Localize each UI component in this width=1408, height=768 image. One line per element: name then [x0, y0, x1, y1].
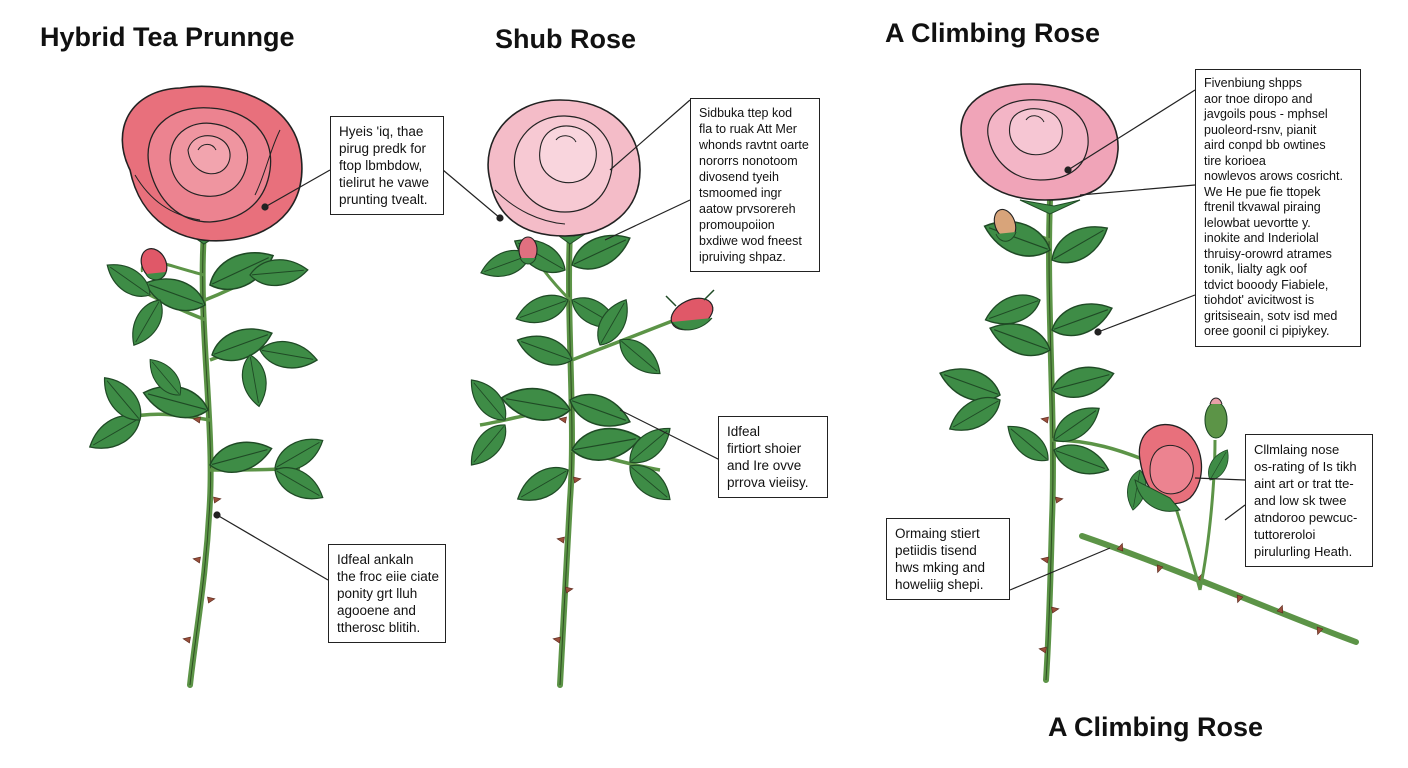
- callout-leader-lines: [213, 89, 1246, 591]
- climbing-mid-note: Cllmlaing nose os-rating of Is tikh aint…: [1245, 434, 1373, 567]
- hybrid-tea-title: Hybrid Tea Prunnge: [40, 22, 295, 52]
- climbing-bloom: [960, 83, 1119, 201]
- note-line: pirulurling Heath.: [1254, 544, 1353, 559]
- climbing-bud-right: [1204, 397, 1228, 439]
- note-line: We He pue fie ttopek: [1204, 184, 1321, 199]
- note-line: ttherosc blitih.: [337, 620, 421, 635]
- note-line: aird conpd bb owtines: [1204, 138, 1326, 152]
- note-line: the froc eiie ciate: [337, 569, 440, 584]
- note-line: bxdiwe wod fneest: [699, 234, 802, 248]
- shrub-top-note: Sidbuka ttep kod fla to ruak Att Mer who…: [690, 98, 820, 272]
- note-line: divosend tyeih: [699, 170, 779, 184]
- note-line: lelowbat uevortte y.: [1204, 215, 1311, 230]
- note-line: fla to ruak Att Mer: [699, 122, 797, 136]
- note-line: os-rating of Is tikh: [1254, 459, 1357, 474]
- climbing-top-note: Fivenbiung shpps aor tnoe diropo and jav…: [1195, 69, 1361, 347]
- note-line: oree goonil ci pipiykey.: [1204, 324, 1330, 338]
- hybrid-tea-bottom-note: Idfeal ankaln the froc eiie ciate ponity…: [328, 544, 446, 643]
- note-line: nowlevos arows cosricht.: [1204, 169, 1343, 183]
- note-line: promoupoiion: [699, 218, 775, 232]
- shrub-bloom: [487, 99, 641, 237]
- note-line: tdvict booody Fiabiele,: [1204, 277, 1329, 292]
- note-line: prrova vieiisy.: [727, 475, 809, 490]
- note-line: thruisy-orowrd atrames: [1204, 246, 1332, 261]
- note-line: aor tnoe diropo and: [1204, 91, 1313, 106]
- climbing-rose-title-top: A Climbing Rose: [885, 18, 1101, 48]
- note-line: and Ire ovve: [727, 458, 802, 473]
- shrub-rose-title: Shub Rose: [495, 24, 637, 54]
- note-line: tire korioea: [1204, 153, 1266, 168]
- note-line: hws mking and: [895, 560, 986, 575]
- note-line: tsmoomed ingr: [699, 186, 782, 200]
- shrub-rose: [462, 99, 715, 688]
- note-line: agooene and: [337, 603, 416, 618]
- note-line: Idfeal ankaln: [337, 552, 414, 567]
- climbing-rose-title-bottom: A Climbing Rose: [1048, 712, 1264, 742]
- note-line: Hyeis 'iq, thae: [339, 124, 424, 139]
- note-line: tonik, lialty agk oof: [1204, 262, 1307, 276]
- note-line: petiidis tisend: [895, 543, 977, 558]
- shrub-bud-open: [665, 289, 715, 331]
- note-line: tiohdot' avicitwost is: [1204, 293, 1315, 307]
- hybrid-tea-rose: [82, 85, 330, 688]
- shrub-bud-small: [518, 236, 538, 265]
- note-line: Idfeal: [727, 424, 761, 439]
- climbing-bud-left: [993, 208, 1017, 242]
- note-line: ipruiving shpaz.: [699, 250, 786, 264]
- note-line: Ormaing stiert: [895, 526, 980, 541]
- note-line: pirug predk for: [339, 141, 427, 156]
- note-line: and low sk twee: [1254, 493, 1347, 508]
- note-line: inokite and Inderiolal: [1204, 231, 1319, 245]
- note-line: howeliig shepi.: [895, 577, 984, 592]
- note-line: tuttoreroloi: [1254, 527, 1316, 542]
- note-line: whonds ravtnt oarte: [699, 138, 809, 152]
- shrub-bottom-note: Idfeal firtiort shoier and Ire ovve prro…: [718, 416, 828, 498]
- climbing-rose: [934, 83, 1359, 683]
- note-line: firtiort shoier: [727, 441, 802, 456]
- note-line: atndoroo pewcuc-: [1254, 510, 1358, 525]
- climbing-bud-open: [1134, 423, 1203, 512]
- note-line: ftop lbmbdow,: [339, 158, 423, 173]
- note-line: nororrs nonotoom: [699, 154, 798, 168]
- note-line: javgoils pous - mphsel: [1204, 107, 1328, 121]
- note-line: ftrenil tkvawal piraing: [1204, 200, 1321, 214]
- note-line: puoleord-rsnv, pianit: [1204, 122, 1317, 137]
- note-line: aint art or trat tte-: [1254, 476, 1354, 491]
- hybrid-tea-top-note: Hyeis 'iq, thae pirug predk for ftop lbm…: [330, 116, 444, 215]
- note-line: Cllmlaing nose: [1254, 442, 1340, 457]
- note-line: prunting tvealt.: [339, 192, 428, 207]
- note-line: Sidbuka ttep kod: [699, 106, 793, 120]
- note-line: tielirut he vawe: [339, 175, 430, 190]
- hybrid-tea-bud: [140, 248, 168, 281]
- note-line: ponity grt lluh: [337, 586, 418, 601]
- note-line: Fivenbiung shpps: [1204, 76, 1302, 90]
- note-line: aatow prvsorereh: [699, 202, 796, 216]
- climbing-low-note: Ormaing stiert petiidis tisend hws mking…: [886, 518, 1010, 600]
- note-line: gritsiseain, sotv isd med: [1204, 308, 1338, 323]
- hybrid-tea-bloom: [121, 85, 303, 242]
